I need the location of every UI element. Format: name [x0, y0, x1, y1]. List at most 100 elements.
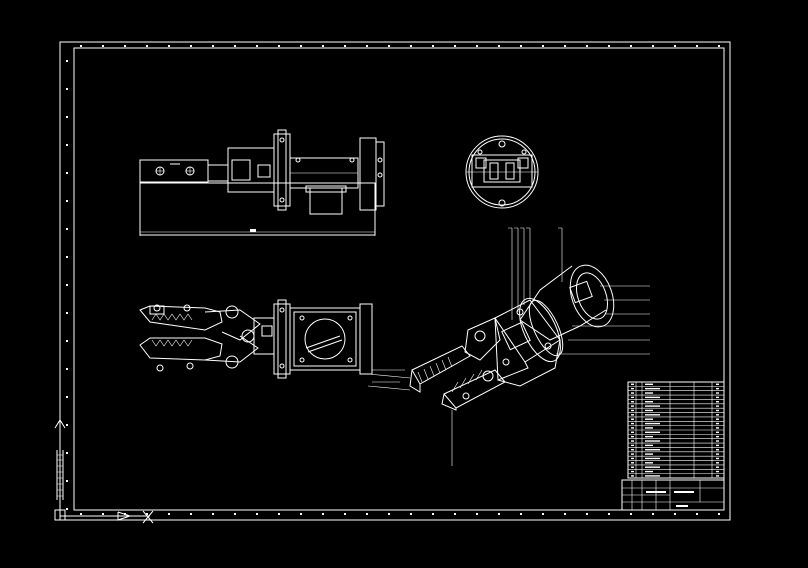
parts-table-cell-mark — [631, 444, 634, 447]
parts-table-cell-mark — [645, 449, 660, 451]
border-tick — [652, 45, 654, 47]
parts-table-cell-mark — [716, 470, 719, 473]
border-tick — [80, 513, 82, 515]
parts-table-cell-mark — [716, 387, 719, 390]
border-tick — [630, 45, 632, 47]
parts-table-cell-mark — [645, 475, 660, 477]
parts-table-cell-mark — [716, 396, 719, 399]
border-tick — [542, 45, 544, 47]
border-tick — [300, 513, 302, 515]
border-tick — [66, 256, 68, 258]
parts-table-cell-mark — [716, 475, 719, 477]
border-tick — [66, 88, 68, 90]
border-tick — [66, 340, 68, 342]
parts-table-cell-mark — [645, 440, 660, 442]
border-tick — [322, 513, 324, 515]
parts-table-cell-mark — [716, 422, 719, 425]
border-tick — [66, 200, 68, 202]
parts-table-cell-mark — [631, 387, 634, 390]
top-view — [139, 129, 385, 236]
border-tick — [344, 45, 346, 47]
border-tick — [102, 45, 104, 47]
parts-table-cell-mark — [716, 405, 719, 407]
border-tick — [146, 45, 148, 47]
leader-lines — [367, 227, 650, 466]
border-tick — [66, 424, 68, 426]
border-tick — [66, 144, 68, 146]
parts-table-cell-mark — [716, 449, 719, 451]
title-block — [621, 479, 725, 511]
border-tick — [542, 513, 544, 515]
parts-table — [627, 381, 725, 479]
parts-table-cell-mark — [645, 401, 653, 403]
border-tick — [234, 513, 236, 515]
border-tick — [278, 513, 280, 515]
border-tick — [212, 45, 214, 47]
border-tick — [168, 45, 170, 47]
parts-table-cell-mark — [631, 383, 634, 385]
border-tick — [366, 45, 368, 47]
border-tick — [66, 228, 68, 230]
parts-table-cell-mark — [716, 440, 719, 442]
border-tick — [256, 45, 258, 47]
parts-table-cell-mark — [645, 383, 653, 385]
border-tick — [520, 513, 522, 515]
border-tick — [190, 513, 192, 515]
border-tick — [278, 45, 280, 47]
parts-table-cell-mark — [645, 422, 660, 425]
parts-table-cell-mark — [631, 409, 634, 412]
border-tick — [66, 396, 68, 398]
parts-table-cell-mark — [645, 409, 653, 412]
border-tick — [674, 513, 676, 515]
parts-table-cell-mark — [716, 435, 719, 438]
parts-table-cell-mark — [716, 401, 719, 403]
parts-table-cell-mark — [631, 414, 634, 416]
border-tick — [102, 513, 104, 515]
border-tick — [564, 513, 566, 515]
border-tick — [608, 45, 610, 47]
parts-table-cell-mark — [631, 466, 634, 468]
border-tick — [630, 513, 632, 515]
border-tick — [718, 45, 720, 47]
border-tick — [66, 284, 68, 286]
parts-table-cell-mark — [716, 466, 719, 468]
parts-table-cell-mark — [631, 453, 634, 455]
parts-table-cell-mark — [645, 392, 653, 394]
parts-table-cell-mark — [645, 470, 653, 473]
parts-table-cell-mark — [645, 418, 653, 420]
border-tick — [586, 513, 588, 515]
border-tick — [366, 513, 368, 515]
parts-table-cell-mark — [631, 431, 634, 433]
parts-table-cell-mark — [645, 405, 660, 407]
border-tick — [476, 513, 478, 515]
parts-table-cell-mark — [645, 427, 653, 429]
border-tick — [432, 45, 434, 47]
border-tick — [300, 45, 302, 47]
parts-table-cell-mark — [631, 401, 634, 403]
border-tick — [66, 172, 68, 174]
border-tick — [696, 513, 698, 515]
border-tick — [498, 45, 500, 47]
parts-table-cell-mark — [645, 444, 653, 447]
parts-table-cell-mark — [645, 431, 660, 433]
border-tick — [410, 513, 412, 515]
border-tick — [388, 45, 390, 47]
border-tick — [718, 513, 720, 515]
border-tick — [66, 480, 68, 482]
border-tick — [190, 45, 192, 47]
parts-table-cell-mark — [645, 466, 660, 468]
sheet-border — [59, 41, 731, 521]
parts-table-cell-mark — [716, 431, 719, 433]
parts-table-cell-mark — [631, 418, 634, 420]
border-tick — [66, 368, 68, 370]
parts-table-cell-mark — [645, 435, 653, 438]
border-tick — [344, 513, 346, 515]
border-tick — [476, 45, 478, 47]
parts-table-cell-mark — [716, 453, 719, 455]
parts-table-cell-mark — [716, 444, 719, 447]
border-tick — [66, 312, 68, 314]
parts-table-cell-mark — [631, 405, 634, 407]
parts-table-cell-mark — [716, 383, 719, 385]
